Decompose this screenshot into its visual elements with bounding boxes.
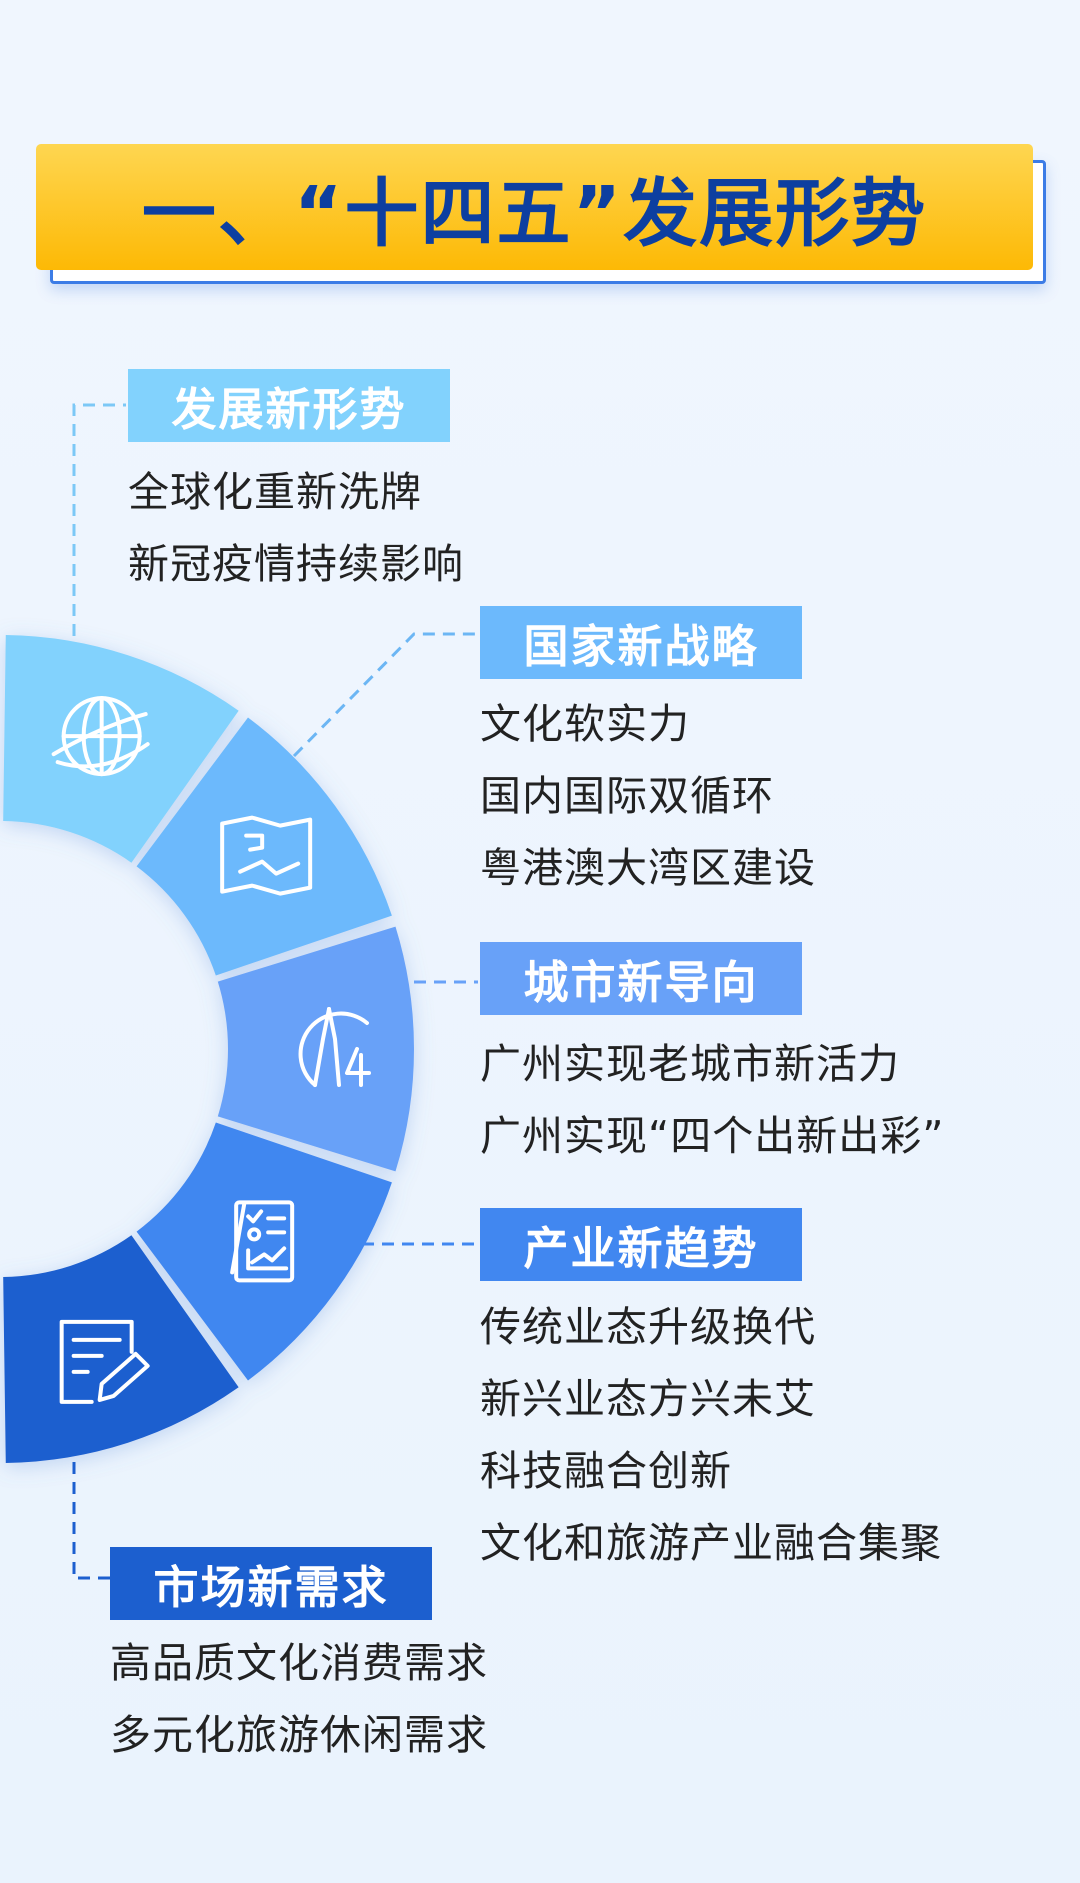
section-item: 全球化重新洗牌 xyxy=(128,468,422,516)
report-chart-icon xyxy=(230,1200,295,1283)
ring-segment xyxy=(136,717,392,976)
connector-line-2 xyxy=(292,632,478,758)
edit-document-icon xyxy=(59,1319,150,1404)
section-item: 粤港澳大湾区建设 xyxy=(480,844,816,892)
connector-line-1 xyxy=(72,403,126,636)
globe-icon xyxy=(51,696,150,777)
ring-segment xyxy=(217,926,414,1172)
section-item: 科技融合创新 xyxy=(480,1447,732,1495)
canton-tower-icon xyxy=(298,1007,371,1087)
section-item: 多元化旅游休闲需求 xyxy=(110,1711,488,1759)
title-banner: 一、“十四五”发展形势 xyxy=(36,144,1033,270)
section-label-city: 城市新导向 xyxy=(480,942,802,1015)
page-title: 一、“十四五”发展形势 xyxy=(141,170,928,257)
ring-segment xyxy=(3,635,239,863)
ring-segment xyxy=(3,1235,239,1463)
section-item: 文化软实力 xyxy=(480,700,690,748)
connector-line-5 xyxy=(72,1462,110,1580)
section-label-development: 发展新形势 xyxy=(128,369,450,442)
section-item: 广州实现“四个出新出彩” xyxy=(480,1112,945,1160)
section-item: 广州实现老城市新活力 xyxy=(480,1040,900,1088)
section-item: 高品质文化消费需求 xyxy=(110,1639,488,1687)
section-item: 新冠疫情持续影响 xyxy=(128,540,464,588)
ring-segment xyxy=(136,1122,392,1381)
section-item: 国内国际双循环 xyxy=(480,772,774,820)
section-label-national: 国家新战略 xyxy=(480,606,802,679)
section-item: 传统业态升级换代 xyxy=(480,1303,816,1351)
section-item: 文化和旅游产业融合集聚 xyxy=(480,1519,942,1567)
section-item: 新兴业态方兴未艾 xyxy=(480,1375,816,1423)
section-label-market: 市场新需求 xyxy=(110,1547,432,1620)
map-icon xyxy=(220,815,313,896)
section-label-industry: 产业新趋势 xyxy=(480,1208,802,1281)
